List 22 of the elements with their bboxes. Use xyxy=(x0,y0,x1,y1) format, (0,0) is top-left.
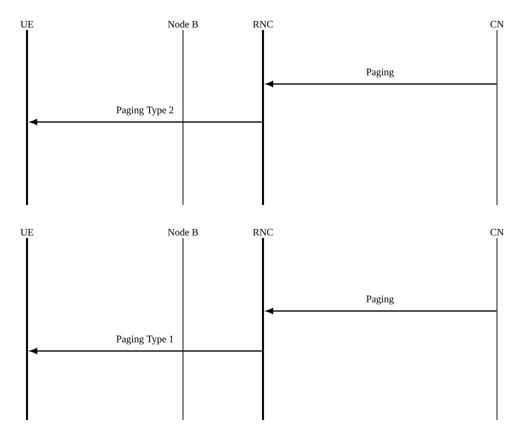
node-label: Node B xyxy=(168,228,198,236)
node-label: UE xyxy=(20,20,34,28)
edge-label: Paging Type 2 xyxy=(115,106,175,116)
edge-label: Paging xyxy=(365,68,395,78)
node-label: UE xyxy=(20,228,34,236)
arrow xyxy=(266,308,496,314)
node-label: RNC xyxy=(253,20,273,28)
lifeline: UE xyxy=(20,20,34,205)
lifeline: CN xyxy=(490,228,504,420)
arrow xyxy=(266,81,496,87)
arrow xyxy=(30,119,262,125)
arrow xyxy=(30,348,262,354)
lifeline: RNC xyxy=(253,228,273,420)
lifeline: UE xyxy=(20,228,34,420)
node-label: RNC xyxy=(253,228,273,236)
lifeline: RNC xyxy=(253,20,273,205)
edge-label: Paging Type 1 xyxy=(115,334,175,346)
lifeline: CN xyxy=(490,20,504,205)
node-label: CN xyxy=(490,20,504,28)
node-label: CN xyxy=(490,228,504,236)
node-label: Node B xyxy=(168,20,198,28)
edge-label: Paging xyxy=(365,294,395,306)
